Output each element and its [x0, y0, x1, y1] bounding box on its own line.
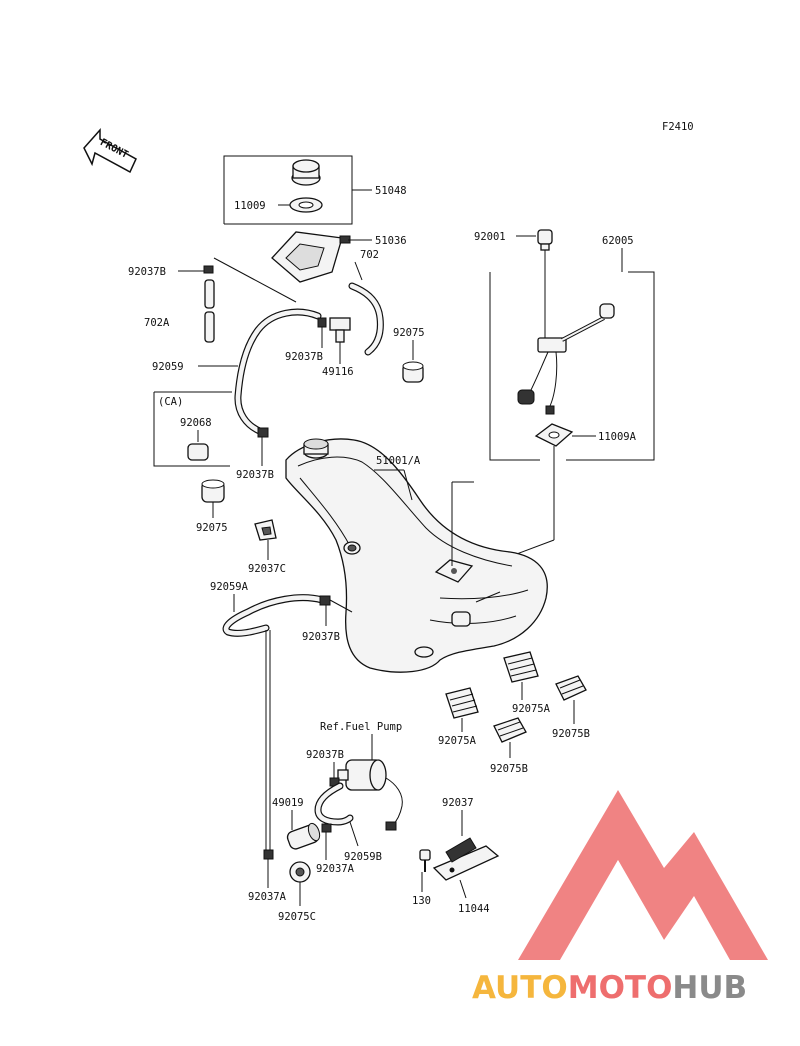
label-92037b-3: 92037B	[236, 469, 274, 481]
clamp-92037b-mid	[317, 317, 327, 328]
label-49019: 49019	[272, 797, 304, 809]
cushion-92075-upper	[402, 361, 424, 383]
label-92075c: 92075C	[278, 911, 316, 923]
sender-nut	[537, 229, 553, 251]
label-92037b-4: 92037B	[302, 631, 340, 643]
label-51036: 51036	[375, 235, 407, 247]
clamp-92037b-tank	[319, 595, 331, 606]
label-ca: (CA)	[158, 396, 183, 408]
tube-702a-upper	[204, 279, 215, 309]
bolt-130	[419, 849, 431, 872]
cap-gasket	[289, 197, 323, 213]
label-92059a: 92059A	[210, 581, 249, 593]
label-92075b-1: 92075B	[552, 728, 590, 740]
clamp-92037a-filter	[321, 823, 332, 833]
label-ref-fuel-pump: Ref.Fuel Pump	[320, 721, 402, 733]
label-92068: 92068	[180, 417, 212, 429]
clamp-92037b-top	[203, 265, 214, 274]
damper-92075a-upper	[503, 651, 539, 683]
label-92059: 92059	[152, 361, 184, 373]
sender-gasket	[534, 423, 574, 447]
label-92037b-2: 92037B	[285, 351, 323, 363]
label-92001: 92001	[474, 231, 506, 243]
label-92037c: 92037C	[248, 563, 286, 575]
label-92075a-2: 92075A	[438, 735, 477, 747]
watermark-moto: MOTO	[568, 970, 673, 1006]
label-51001a: 51001/A	[376, 455, 421, 467]
fuel-pump	[337, 759, 403, 831]
watermark-text: AUTOMOTOHUB	[472, 970, 747, 1006]
clip-92037c	[254, 519, 277, 541]
label-702: 702	[360, 249, 379, 261]
clamp-92037a-bottom	[263, 849, 274, 860]
label-92075-2: 92075	[196, 522, 228, 534]
label-62005: 62005	[602, 235, 634, 247]
label-130: 130	[412, 895, 431, 907]
label-92037: 92037	[442, 797, 474, 809]
cushion-92075-lower	[201, 479, 225, 503]
cap-group-bracket	[223, 155, 353, 225]
label-51048: 51048	[375, 185, 407, 197]
label-92075a-1: 92075A	[512, 703, 551, 715]
damper-92075b-lower	[493, 717, 527, 743]
filler-cap	[291, 159, 321, 186]
label-92037b-1: 92037B	[128, 266, 166, 278]
label-11009a: 11009A	[598, 431, 637, 443]
bracket-11044	[432, 837, 500, 881]
filter-92068	[187, 443, 209, 461]
watermark-auto: AUTO	[472, 970, 568, 1006]
grommet-92075c	[289, 861, 311, 883]
watermark-hub: HUB	[672, 970, 747, 1006]
fuel-level-sender	[517, 303, 615, 415]
cap-base-plate	[271, 231, 351, 283]
fuel-tank	[285, 438, 548, 673]
label-92075b-2: 92075B	[490, 763, 528, 775]
label-92037a-2: 92037A	[248, 891, 287, 903]
label-11044: 11044	[458, 903, 490, 915]
watermark-logo-icon	[518, 790, 768, 960]
fuel-filter	[286, 822, 321, 850]
ca-group-bracket	[153, 392, 230, 467]
damper-92075a-lower	[445, 687, 479, 719]
label-92075-1: 92075	[393, 327, 425, 339]
label-11009: 11009	[234, 200, 266, 212]
sender-group-bracket	[489, 272, 540, 461]
label-92037b-5: 92037B	[306, 749, 344, 761]
tube-702a-lower	[204, 311, 215, 343]
t-joint	[329, 317, 351, 343]
diagram-code: F2410	[662, 121, 694, 133]
label-49116: 49116	[322, 366, 354, 378]
clamp-92037b-lower	[257, 427, 269, 438]
front-arrow-icon: FRONT	[83, 128, 137, 174]
label-92037a-1: 92037A	[316, 863, 355, 875]
label-92059b: 92059B	[344, 851, 382, 863]
damper-92075b-upper	[555, 675, 587, 701]
label-702a: 702A	[144, 317, 170, 329]
